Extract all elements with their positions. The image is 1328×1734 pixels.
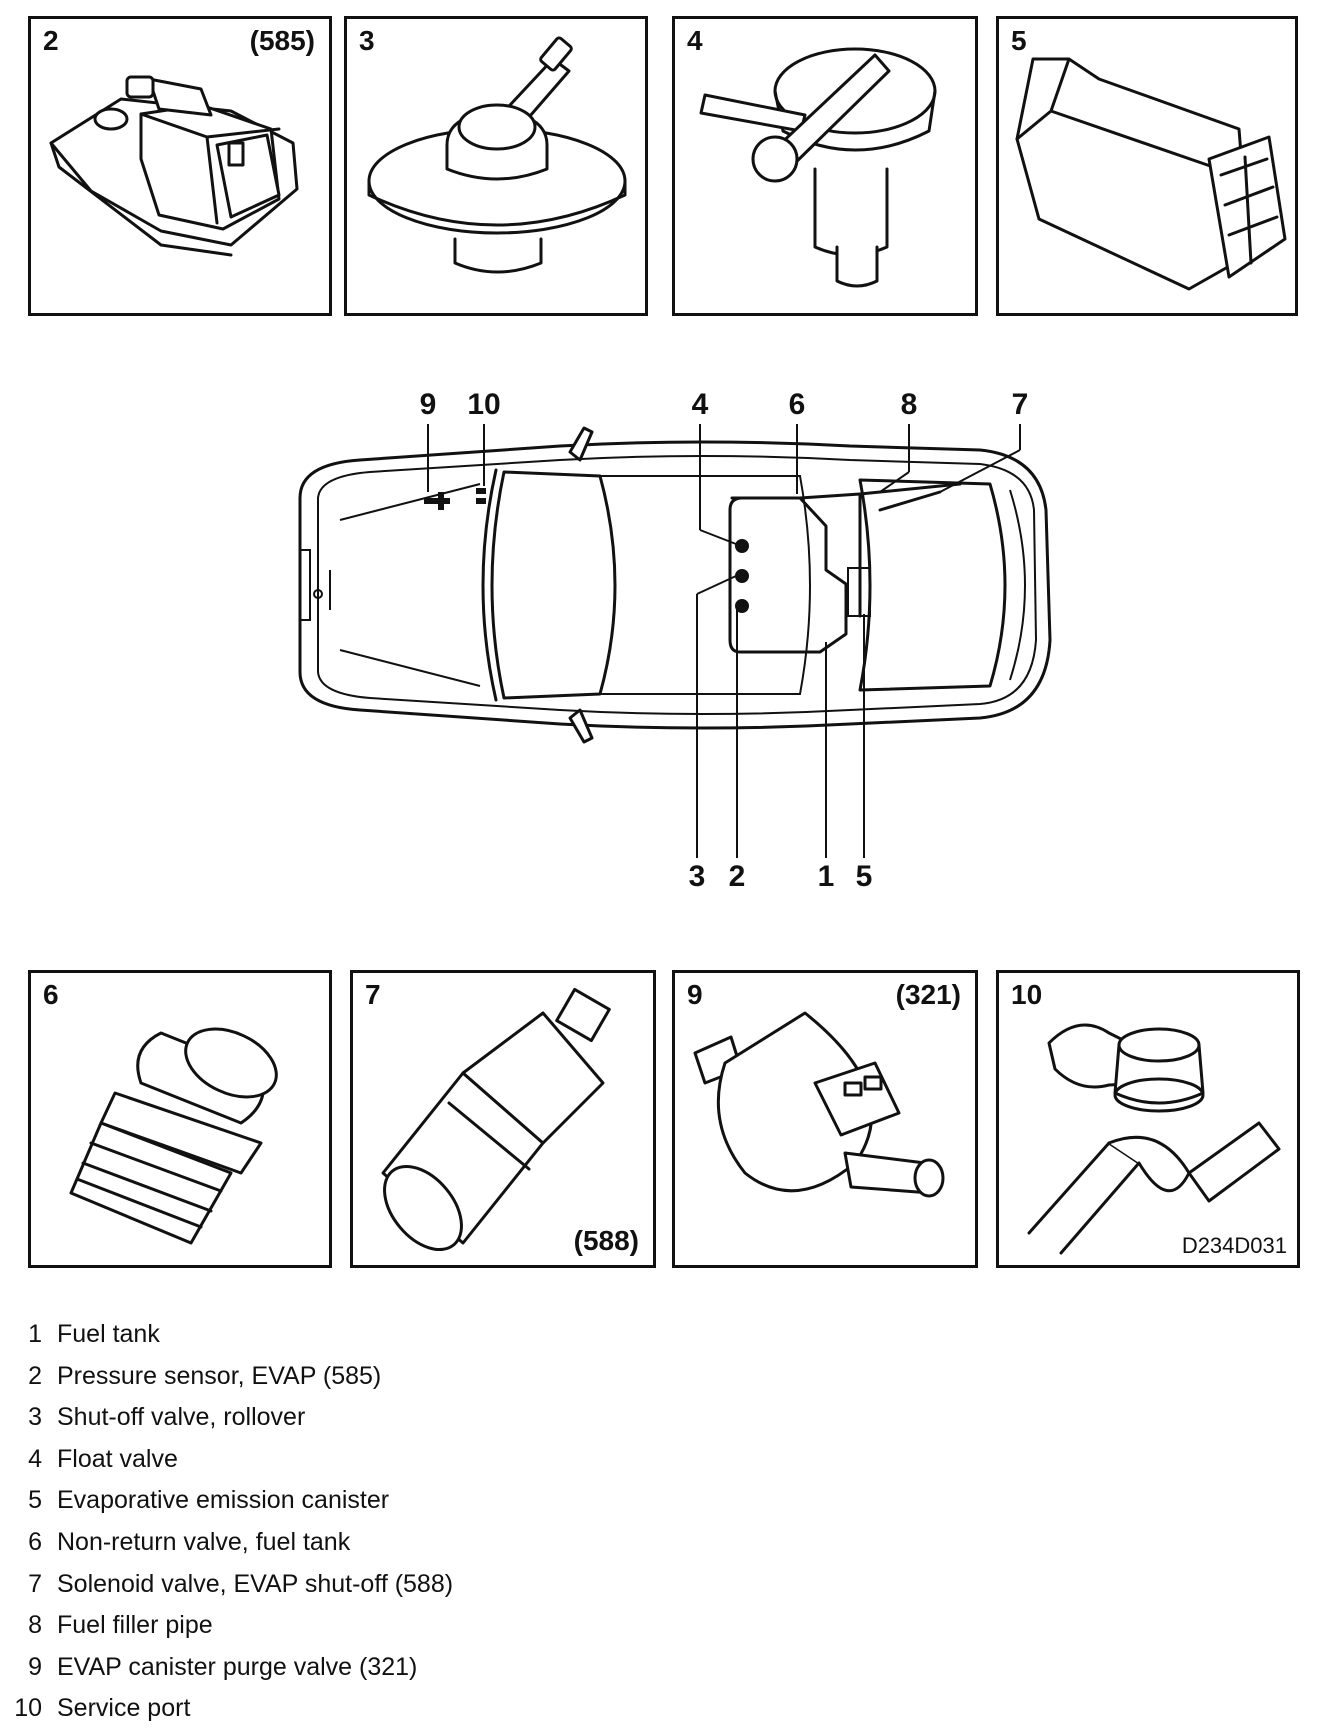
evap-solenoid-valve-illustration	[381, 987, 611, 1252]
callout-label-5: 5	[856, 860, 873, 893]
legend-number: 4	[28, 1444, 42, 1473]
purge-valve-illustration	[693, 1011, 945, 1198]
legend-text: Float valve	[57, 1444, 178, 1473]
callout-label-8: 8	[901, 388, 918, 421]
panel-number: 4	[687, 25, 703, 56]
pressure-sensor-illustration	[49, 75, 299, 257]
callout-label-9: 9	[420, 388, 437, 421]
service-port-illustration	[1027, 1023, 1281, 1255]
legend-text: Non-return valve, fuel tank	[57, 1528, 351, 1556]
legend-number: 6	[28, 1528, 42, 1556]
legend-number: 10	[14, 1694, 42, 1723]
callout-label-7: 7	[1012, 388, 1029, 421]
panel-number: 6	[43, 979, 59, 1010]
legend-text: Shut-off valve, rollover	[57, 1403, 306, 1432]
component-panel-4: 4	[672, 16, 978, 316]
legend-number: 1	[28, 1320, 42, 1348]
legend-text: Solenoid valve, EVAP shut-off (588)	[57, 1569, 454, 1598]
legend-text: Pressure sensor, EVAP (585)	[57, 1361, 382, 1390]
callout-label-6: 6	[789, 388, 806, 421]
component-panel-7: 7 (588)	[350, 970, 656, 1268]
float-valve-illustration	[699, 47, 937, 288]
legend-number: 8	[28, 1611, 42, 1640]
legend-number: 5	[28, 1486, 42, 1515]
rollover-shutoff-valve-illustration	[367, 36, 627, 274]
legend-number: 3	[28, 1403, 42, 1432]
legend-number: 2	[28, 1361, 42, 1390]
legend-text: Fuel filler pipe	[57, 1611, 213, 1640]
legend-text: Evaporative emission canister	[57, 1486, 390, 1515]
panel-code: (588)	[573, 1225, 639, 1256]
legend-text: EVAP canister purge valve (321)	[57, 1652, 418, 1681]
panel-number: 9	[687, 979, 703, 1010]
legend-number: 7	[28, 1569, 42, 1598]
component-panel-5: 5	[996, 16, 1298, 316]
panel-number: 3	[359, 25, 375, 56]
panel-number: 2	[43, 25, 59, 56]
callout-label-2: 2	[729, 860, 746, 893]
car-top-view	[298, 426, 1052, 744]
callout-leaders	[427, 424, 1021, 858]
component-panel-2: 2 (585)	[28, 16, 332, 316]
callout-label-10: 10	[467, 388, 500, 421]
callout-label-1: 1	[818, 860, 835, 893]
panel-code: (321)	[895, 979, 961, 1010]
panel-number: 10	[1011, 979, 1043, 1010]
drawing-reference: D234D031	[1181, 1233, 1287, 1258]
legend-text: Fuel tank	[57, 1320, 160, 1348]
panel-number: 7	[365, 979, 381, 1010]
legend-text: Service port	[57, 1694, 191, 1723]
panel-code: (585)	[249, 25, 315, 56]
component-panel-9: 9 (321)	[672, 970, 978, 1268]
panel-number: 5	[1011, 25, 1027, 56]
component-panel-10: 10 D234D031	[996, 970, 1300, 1268]
callout-label-4: 4	[692, 388, 709, 421]
component-panel-6: 6	[28, 970, 332, 1268]
non-return-valve-illustration	[69, 1027, 278, 1245]
component-panel-3: 3	[344, 16, 648, 316]
legend-number: 9	[28, 1652, 42, 1681]
vehicle-location-diagram: 9 10 4 6 8 7 3 2 1 5	[0, 380, 1328, 920]
emission-canister-illustration	[1015, 57, 1287, 291]
callout-label-3: 3	[689, 860, 706, 893]
